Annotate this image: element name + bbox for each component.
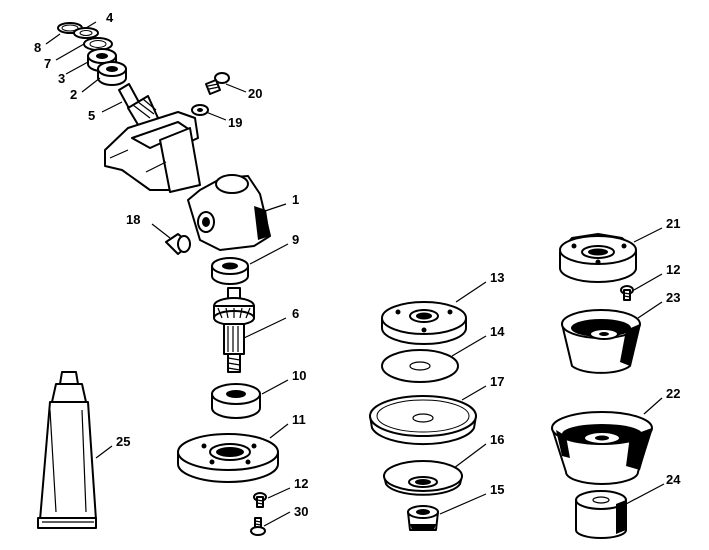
label-part-16: 16 [490, 432, 504, 447]
screw-part-12a [253, 492, 267, 508]
label-part-12a: 12 [294, 476, 308, 491]
part-labels: 4 8 7 3 2 5 20 19 1 18 9 6 10 11 12 30 2… [34, 10, 681, 519]
thrust-plate-part-16 [383, 460, 463, 496]
label-part-15: 15 [490, 482, 504, 497]
label-part-21: 21 [666, 216, 680, 231]
bearing-part-10 [211, 383, 261, 419]
washer-part-4 [73, 27, 99, 39]
cup-part-22 [551, 411, 653, 485]
thrust-plate-part-13 [381, 301, 467, 345]
nut-part-15 [407, 505, 439, 531]
label-part-10: 10 [292, 368, 306, 383]
label-part-9: 9 [292, 232, 299, 247]
label-part-7: 7 [44, 56, 51, 71]
washer-disc-part-14 [381, 349, 459, 383]
cover-part-21 [559, 233, 637, 283]
plug-part-18 [165, 233, 191, 255]
bearing-part-9 [211, 257, 249, 285]
label-part-24: 24 [666, 472, 681, 487]
label-part-2: 2 [70, 87, 77, 102]
gear-housing-part-1 [104, 111, 271, 251]
label-part-19: 19 [228, 115, 242, 130]
label-part-3: 3 [58, 71, 65, 86]
gear-shaft-part-6 [213, 287, 255, 373]
label-part-25: 25 [116, 434, 130, 449]
screw-part-20 [205, 72, 230, 95]
label-part-20: 20 [248, 86, 262, 101]
cup-part-23 [561, 309, 641, 374]
label-part-23: 23 [666, 290, 680, 305]
label-part-18: 18 [126, 212, 140, 227]
label-part-4: 4 [106, 10, 114, 25]
screw-part-12b [620, 285, 634, 301]
thrust-plate-part-11 [177, 433, 279, 483]
label-part-11: 11 [292, 412, 306, 427]
grease-tube-part-25 [37, 371, 97, 529]
label-part-30: 30 [294, 504, 308, 519]
label-part-14: 14 [490, 324, 505, 339]
screw-part-30 [250, 517, 266, 536]
label-part-6: 6 [292, 306, 299, 321]
washer-part-19 [191, 104, 209, 116]
label-part-12b: 12 [666, 262, 680, 277]
ring-part-7 [83, 37, 113, 51]
label-part-1: 1 [292, 192, 299, 207]
leader-lines [45, 21, 665, 527]
dish-part-17 [369, 395, 477, 446]
label-part-13: 13 [490, 270, 504, 285]
label-part-8: 8 [34, 40, 41, 55]
sleeve-part-24 [575, 490, 627, 539]
bearing-part-2 [97, 61, 127, 86]
label-part-17: 17 [490, 374, 504, 389]
label-part-22: 22 [666, 386, 680, 401]
label-part-5: 5 [88, 108, 95, 123]
